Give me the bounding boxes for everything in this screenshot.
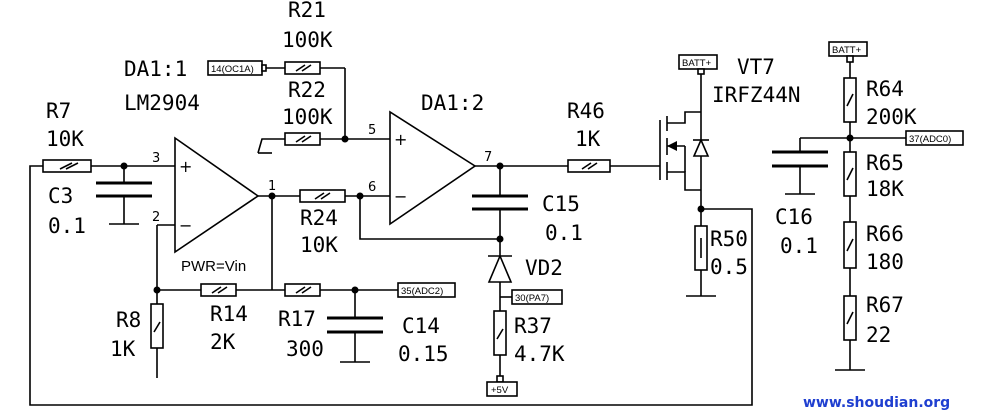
opamp1-pin-minus: 2 [152,210,160,225]
net-tag-oc1a: 14(OC1A) [207,60,267,76]
r37-ref: R37 [514,314,552,338]
r22-ref: R22 [288,78,326,102]
batt-div-text: BATT+ [832,45,862,56]
resistor-r7 [42,159,92,173]
junction-dots [120,134,854,294]
c16-ref: C16 [775,205,813,229]
r37-value: 4.7K [514,342,565,366]
net-tag-batt-div: BATT+ [828,41,868,63]
net-tag-plus5v: +5V [486,375,518,397]
r46-value: 1K [575,127,601,151]
r50-ref: R50 [710,227,748,251]
mosfet-vt7 [659,111,710,191]
r65-ref: R65 [866,151,904,175]
power-note: PWR=Vin [181,258,246,275]
capacitor-c3 [96,181,152,198]
r17-value: 300 [286,337,324,361]
wiring [29,62,906,406]
resistor-r22 [284,132,321,146]
opamp2-plus-sign: + [394,130,407,149]
c3-value: 0.1 [48,214,86,238]
r24-value: 10K [300,233,338,257]
vd2-ref: VD2 [525,256,563,280]
capacitor-c16 [772,150,828,168]
r46-ref: R46 [567,99,605,123]
r67-ref: R67 [866,293,904,317]
resistor-r64 [843,77,857,123]
r66-value: 180 [866,250,904,274]
r67-value: 22 [866,323,891,347]
opamp1-ref: DA1:1 [124,57,187,81]
opamp2-pin-plus: 5 [368,123,376,138]
r8-value: 1K [110,337,136,361]
resistor-r66 [843,221,857,269]
r8-ref: R8 [116,308,141,332]
c15-ref: C15 [542,192,580,216]
opamp2-ref: DA1:2 [421,91,484,115]
resistor-r14 [200,283,237,297]
opamp2-pin-minus: 6 [368,180,376,195]
opamp-da1-2: + − 5 6 7 [368,110,492,226]
net-tag-adc0: 37(ADC0) [905,130,964,146]
r65-value: 18K [866,177,904,201]
diode-vd2 [487,253,513,283]
r7-value: 10K [46,127,84,151]
r21-ref: R21 [288,0,326,22]
c16-value: 0.1 [780,234,818,258]
resistor-r46 [567,159,611,173]
vt7-ref: VT7 [737,55,775,79]
r64-ref: R64 [866,77,904,101]
opamp1-pin-plus: 3 [152,151,160,166]
pa7-text: 30(PA7) [515,293,549,304]
adc0-text: 37(ADC0) [909,134,951,145]
resistor-r65 [843,151,857,197]
resistor-r67 [843,295,857,341]
r22-value: 100K [282,105,333,129]
r14-value: 2K [210,330,236,354]
r50-value: 0.5 [710,255,748,279]
oc1a-text: 14(OC1A) [211,64,254,75]
opamp1-part: LM2904 [124,91,200,115]
opamp-da1-1: + − 3 2 1 [152,136,276,254]
resistor-r17 [284,283,321,297]
plus5v-text: +5V [491,385,509,396]
r64-value: 200K [866,105,917,129]
net-tag-adc2: 35(ADC2) [397,282,456,298]
c14-ref: C14 [402,314,440,338]
resistor-r50 [694,225,708,271]
capacitor-c14 [327,316,383,334]
opamp2-minus-sign: − [394,187,407,206]
r14-ref: R14 [210,302,248,326]
r17-ref: R17 [278,307,316,331]
opamp2-pin-out: 7 [484,150,492,165]
c3-ref: C3 [48,184,73,208]
resistor-r21 [284,61,321,75]
opamp1-plus-sign: + [179,157,192,176]
c15-value: 0.1 [545,221,583,245]
capacitor-c15 [472,194,528,211]
r7-ref: R7 [46,99,71,123]
r24-ref: R24 [300,206,338,230]
resistor-r24 [299,189,346,203]
r21-value: 100K [282,28,333,52]
net-tag-pa7: 30(PA7) [511,289,563,305]
net-tag-batt-fet: BATT+ [678,54,718,75]
resistor-r37 [493,310,507,356]
c14-value: 0.15 [398,342,449,366]
vt7-part: IRFZ44N [712,83,801,107]
opamp1-pin-out: 1 [268,179,276,194]
resistor-r8 [150,303,164,349]
opamp1-minus-sign: − [179,216,192,235]
adc2-text: 35(ADC2) [401,286,443,297]
watermark: www.shoudian.org [803,395,950,411]
batt-fet-text: BATT+ [682,58,712,69]
r66-ref: R66 [866,222,904,246]
